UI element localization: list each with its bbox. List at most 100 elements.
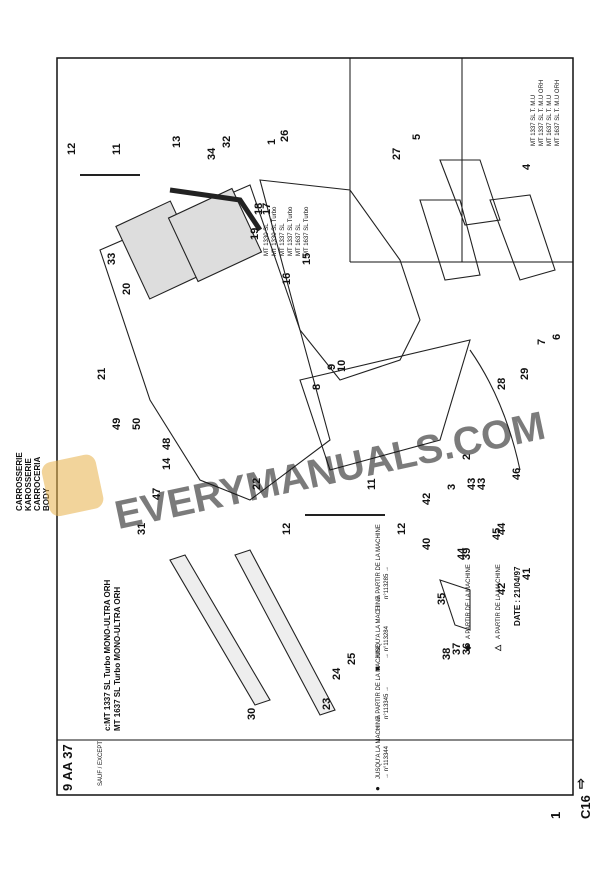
model-right-3: MT 1637 SL T. M.U ORH [555, 80, 561, 146]
callout-label: 42 [496, 583, 508, 595]
callout-label: 5 [411, 134, 423, 140]
callout-label: 19 [249, 228, 261, 240]
legend-symbol-5: △ [493, 644, 502, 652]
fender-arc [469, 349, 521, 471]
callout-label: 17 [261, 203, 273, 215]
callout-label: 23 [321, 698, 333, 710]
callout-label: 40 [421, 538, 433, 550]
legend-symbol-4: ◆ [463, 644, 472, 652]
model-right-2: MT 1637 SL T. M.U [547, 95, 553, 146]
callout-label: 35 [436, 593, 448, 605]
callout-label: 10 [336, 360, 348, 372]
exploded-view [80, 159, 556, 716]
callout-label: 12 [66, 143, 78, 155]
cab-panel [99, 184, 331, 501]
model-left-2: MT 1337 SL [280, 223, 286, 256]
model-left-1: MT 1330 SL Turbo [272, 206, 278, 256]
callout-label: 32 [221, 136, 233, 148]
callout-label: 42 [421, 493, 433, 505]
legend-symbol-3: □ [373, 606, 382, 611]
callout-label: 4 [521, 163, 533, 170]
next-arrow[interactable]: ⇨ [573, 778, 588, 789]
window-right [167, 187, 263, 283]
callout-label: 44 [456, 547, 468, 560]
watermark-logo [41, 454, 104, 517]
step-33 [169, 554, 271, 706]
side-panel-4 [489, 194, 556, 281]
legend-text-0: JUSQU'A LA MACHINE [376, 716, 382, 779]
callout-label: 13 [171, 136, 183, 148]
callout-label: 39 [461, 548, 473, 560]
callout-label: 43 [476, 478, 488, 490]
callout-label: 12 [396, 523, 408, 535]
callout-label: 15 [301, 253, 313, 265]
callout-label: 11 [111, 143, 123, 155]
callout-label: 38 [441, 648, 453, 660]
callout-label: 29 [519, 368, 531, 380]
legend-text-5: A PARTIR DE LA MACHINE [496, 564, 502, 639]
title-en: BODY [42, 487, 51, 511]
legend-text-4: A PARTIR DE LA MACHINE [466, 564, 472, 639]
callout-label: 3 [446, 484, 458, 490]
callout-label: 2 [461, 454, 473, 460]
side-panel-30 [419, 199, 481, 281]
callout-label: 43 [466, 478, 478, 490]
side-panel-5 [439, 159, 501, 226]
callout-label: 31 [136, 523, 148, 535]
section-code: 9 AA 37 [60, 744, 75, 791]
legend: ● JUSQU'A LA MACHINE → n°113344 ○ A PART… [373, 524, 502, 791]
callout-label: 16 [281, 273, 293, 285]
legend-symbol-0: ● [373, 786, 382, 791]
legend-ref-0: → n°113344 [384, 745, 390, 779]
callout-label: 27 [391, 148, 403, 160]
model-note-1: c:MT 1337 SL Turbo MONO-ULTRA ORH [103, 580, 112, 731]
callout-label: 44 [496, 522, 508, 535]
callout-label: 12 [281, 523, 293, 535]
legend-text-1: A PARTIR DE LA MACHINE [376, 644, 382, 719]
model-left-4: MT 1637 SL [296, 223, 302, 256]
callout-label: 1 [266, 139, 278, 145]
callout-label: 11 [366, 478, 378, 490]
page-ref: C16 [578, 795, 593, 819]
callout-label: 37 [451, 643, 463, 655]
callout-label: 8 [311, 384, 323, 390]
callout-label: 49 [111, 418, 123, 430]
page-num: 1 [548, 812, 563, 819]
legend-ref-1: n°113345 → [384, 686, 390, 719]
callout-label: 9 [326, 364, 338, 370]
date-label: DATE : 21/04/97 [513, 566, 522, 626]
page-frame [56, 57, 574, 796]
callout-label: 41 [521, 568, 533, 580]
callout-label: 28 [496, 378, 508, 390]
callout-label: 6 [551, 334, 563, 340]
rear-body [259, 179, 421, 381]
callout-label: 45 [491, 528, 503, 540]
model-right-0: MT 1337 SL T. M.U [531, 95, 537, 146]
callout-label: 48 [161, 438, 173, 450]
callout-label: 46 [511, 468, 523, 480]
callout-label: 21 [96, 368, 108, 380]
model-right-1: MT 1337 SL T. M.U ORH [539, 80, 545, 146]
callout-label: 33 [106, 253, 118, 265]
small-note: SAUF / EXCEPT [98, 741, 104, 786]
callout-label: 47 [151, 488, 163, 500]
title-de: KAROSSERIE [24, 457, 33, 511]
legend-ref-2: → n°113284 [384, 625, 390, 659]
callout-label: 20 [121, 283, 133, 295]
watermark-text: EVERYMANUALS.COM [111, 404, 549, 538]
legend-symbol-1: ○ [373, 726, 382, 731]
seal-strip [169, 187, 263, 232]
callout-label: 26 [279, 130, 291, 142]
model-left-3: MT 1337 SL Turbo [288, 206, 294, 256]
callout-label: 50 [131, 418, 143, 430]
callout-label: 18 [253, 203, 265, 215]
model-left-5: MT 1637 SL Turbo [304, 206, 310, 256]
model-note-2: MT 1637 SL Turbo MONO-ULTRA ORH [113, 587, 122, 731]
callout-label: 24 [331, 667, 343, 680]
title-es: CARROCERIA [33, 457, 42, 511]
bracket-38 [439, 579, 471, 631]
legend-symbol-2: ■ [373, 666, 382, 671]
callout-label: 34 [206, 147, 218, 160]
